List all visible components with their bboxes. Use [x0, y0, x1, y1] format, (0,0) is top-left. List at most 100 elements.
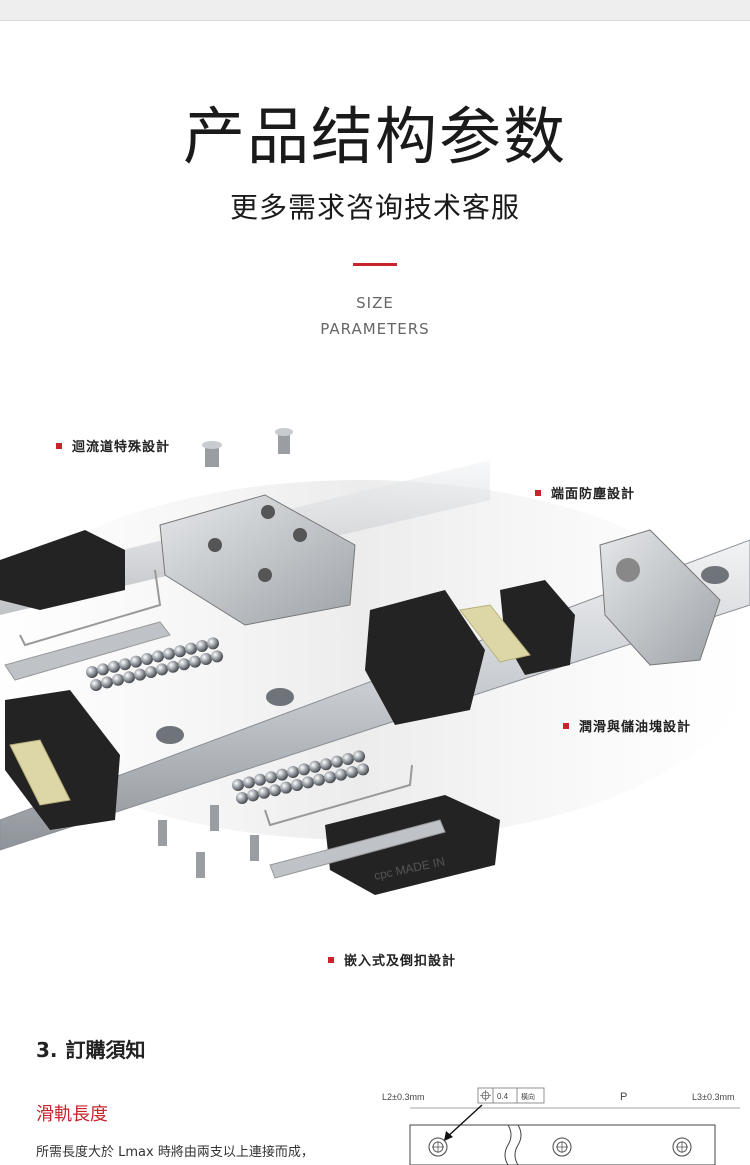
page-subtitle: 更多需求咨询技术客服 [229, 191, 520, 224]
wire-retainer [19, 569, 162, 647]
callout-recirculation: 迴流道特殊設計 [56, 436, 170, 455]
lube-pad [459, 604, 531, 663]
top-strip [0, 0, 750, 21]
callout-embedded: 嵌入式及倒扣設計 [328, 950, 456, 969]
steel-strip [269, 819, 446, 879]
l3-label: L3±0.3mm [692, 1092, 734, 1102]
exploded-view-diagram: cpc MADE IN 迴流道特殊設計 端面防塵設計 潤滑與儲油塊設計 [0, 400, 750, 1000]
block-hole [208, 538, 222, 552]
tolerance-value: 0.4 [497, 1092, 509, 1101]
steel-ball [280, 781, 292, 794]
steel-ball [141, 653, 153, 665]
steel-ball [101, 676, 113, 689]
break-line [504, 1124, 512, 1165]
size-label: SIZE [356, 294, 394, 312]
screw-head [275, 428, 293, 436]
callout-label: 潤滑與儲油塊設計 [579, 720, 692, 735]
screw [210, 805, 219, 831]
steel-ball [211, 650, 223, 663]
steel-ball [357, 763, 369, 776]
steel-ball [265, 771, 277, 784]
steel-strip [4, 621, 171, 681]
steel-ball [346, 766, 358, 778]
steel-ball [258, 786, 270, 799]
parameters-label: PARAMETERS [320, 320, 430, 338]
steel-ball [134, 668, 146, 681]
steel-ball [86, 666, 98, 678]
steel-ball [335, 768, 347, 781]
leader-arrow [445, 1104, 483, 1139]
steel-ball [123, 671, 135, 684]
steel-ball [196, 640, 208, 652]
end-cap-left [0, 530, 125, 610]
screw [278, 432, 290, 454]
section-title: 訂購須知 [65, 1038, 146, 1062]
rail-hole [156, 726, 184, 744]
steel-ball [189, 655, 201, 668]
lube-pad [9, 739, 71, 806]
rail-hole [701, 566, 729, 584]
steel-ball [156, 663, 168, 676]
screw-head [202, 441, 222, 449]
steel-ball [309, 760, 321, 773]
callout-marker [535, 489, 541, 496]
steel-ball [185, 642, 197, 655]
steel-ball [324, 771, 336, 784]
steel-ball [207, 637, 219, 650]
block-hole [258, 568, 272, 582]
steel-ball [145, 666, 157, 678]
steel-ball [232, 779, 244, 791]
end-cap-front [5, 690, 120, 830]
screw [196, 852, 205, 878]
callout-marker [56, 442, 62, 449]
steel-ball [313, 773, 325, 786]
steel-ball [178, 658, 190, 671]
callout-end-dustproof: 端面防塵設計 [535, 483, 635, 502]
leader-arrow-head [444, 1131, 453, 1141]
accent-divider [353, 263, 397, 266]
rail-hole [266, 688, 294, 706]
steel-ball [167, 660, 179, 673]
page-title: 产品结构参数 [182, 100, 567, 173]
callout-label: 嵌入式及倒扣設計 [344, 954, 457, 969]
block-hole [293, 528, 307, 542]
steel-ball [119, 658, 131, 671]
steel-ball [320, 758, 332, 771]
steel-ball [130, 655, 142, 668]
steel-ball [291, 779, 303, 791]
exploded-view-illustration: cpc MADE IN [0, 428, 750, 895]
ball-row-upper [86, 637, 223, 691]
screw [205, 445, 219, 467]
carriage-block [159, 494, 356, 626]
mounting-hole [672, 1137, 692, 1157]
steel-ball [174, 645, 186, 658]
steel-ball [163, 647, 175, 660]
section-number: 3. [36, 1038, 58, 1062]
wire-retainer [264, 764, 413, 827]
steel-ball [112, 673, 124, 686]
pitch-label: P [620, 1091, 627, 1103]
direction-label: 橫向 [521, 1092, 535, 1101]
rail-outline [409, 1124, 716, 1165]
callout-marker [328, 956, 334, 963]
callout-lubrication: 潤滑與儲油塊設計 [563, 716, 691, 735]
steel-ball [200, 653, 212, 665]
section-heading: 3. 訂購須知 [36, 1034, 146, 1063]
steel-ball [152, 650, 164, 663]
callout-marker [563, 722, 569, 729]
screw [250, 835, 259, 861]
block-hole [261, 505, 275, 519]
steel-ball [342, 753, 354, 765]
mounting-hole [552, 1137, 572, 1157]
retainer [325, 795, 500, 895]
steel-ball [243, 776, 255, 789]
screw [158, 820, 167, 846]
steel-ball [90, 679, 102, 691]
grease-nipple [616, 558, 640, 582]
steel-ball [247, 789, 259, 802]
steel-ball [298, 763, 310, 776]
dimension-drawing: L2±0.3mm 0.4 橫向 P L3±0.3mm [382, 1087, 740, 1165]
steel-ball [269, 784, 281, 797]
steel-ball [331, 755, 343, 768]
l2-label: L2±0.3mm [382, 1092, 424, 1102]
